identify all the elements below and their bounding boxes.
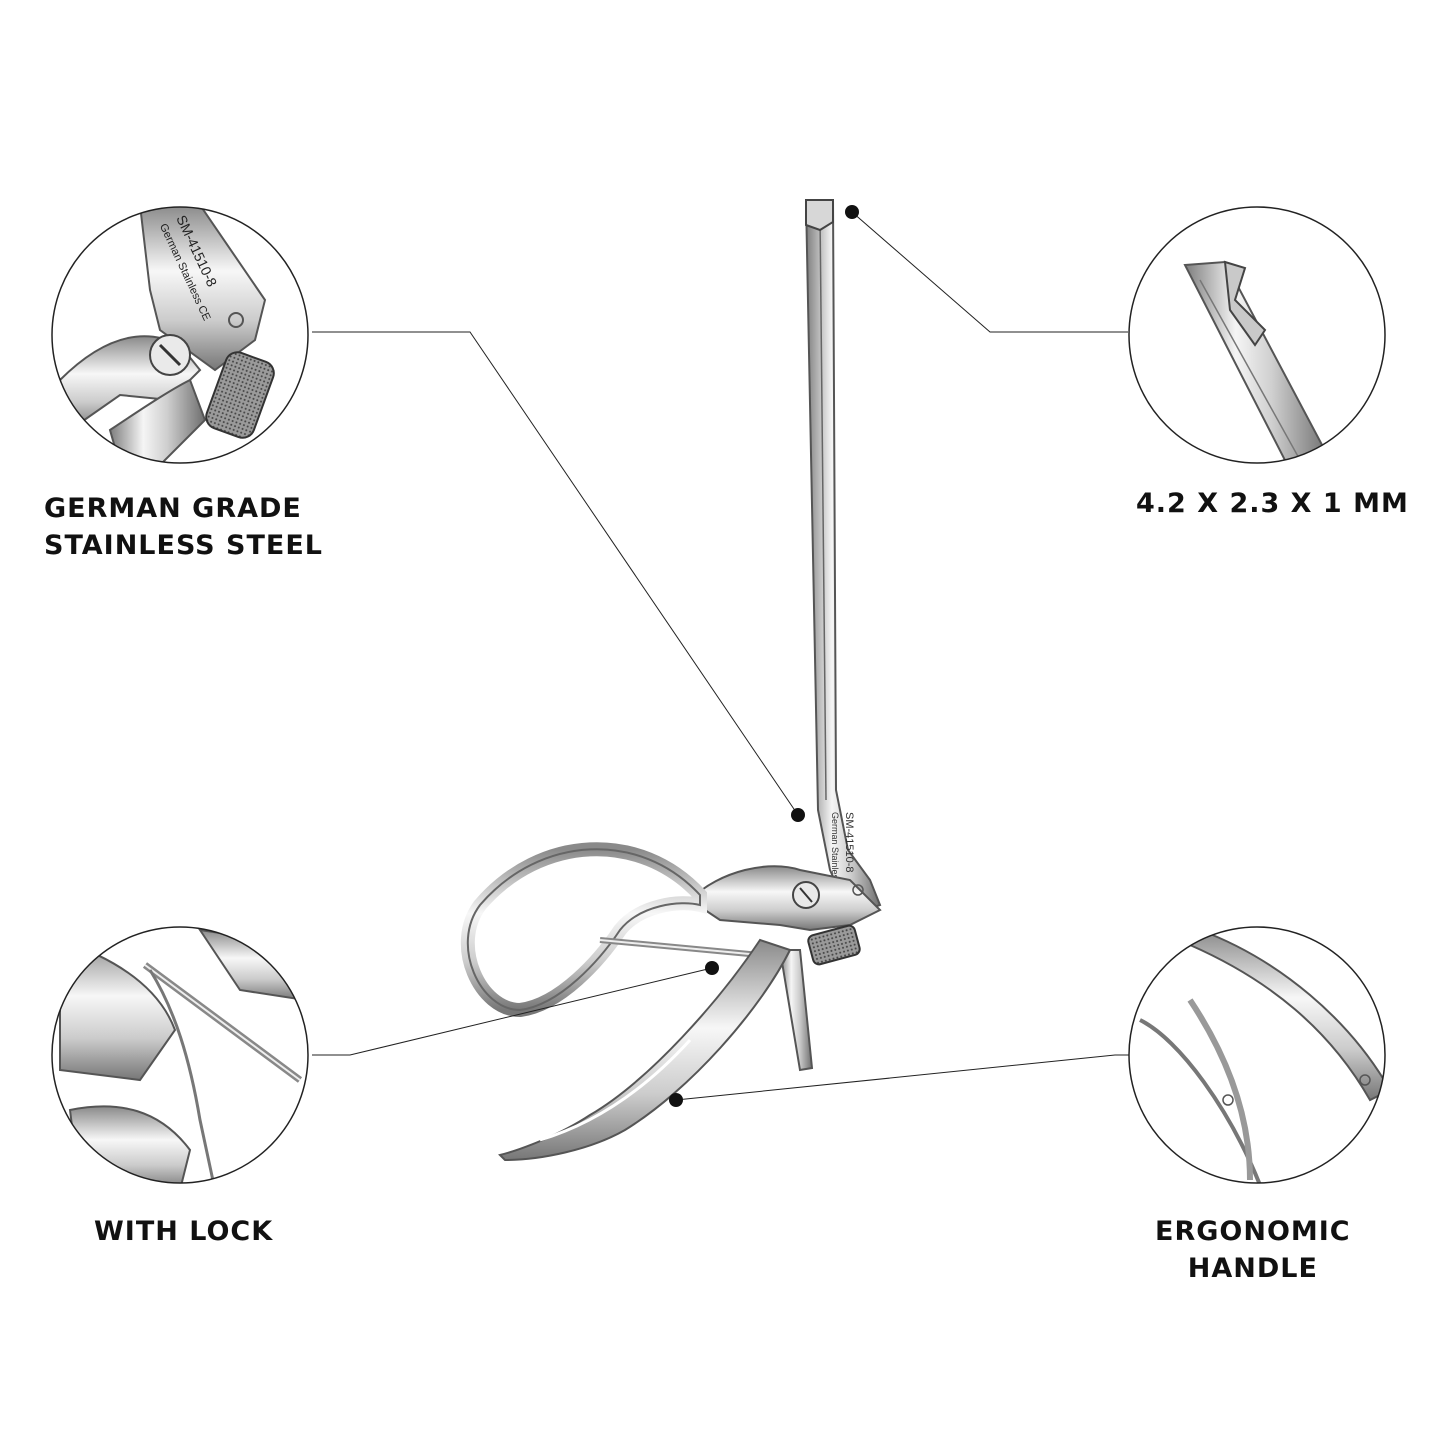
- caption-ergonomic-handle: ERGONOMIC HANDLE: [1155, 1213, 1351, 1287]
- caption-line: GERMAN GRADE: [44, 493, 302, 524]
- svg-text:German Stainless: German Stainless: [830, 812, 840, 884]
- caption-line: STAINLESS STEEL: [44, 530, 323, 561]
- caption-with-lock: WITH LOCK: [94, 1213, 273, 1250]
- finger-loop-handle: [460, 842, 707, 1018]
- pointer-dot-icon: [669, 1093, 683, 1107]
- caption-line: 4.2 X 2.3 X 1 MM: [1136, 488, 1409, 519]
- shaft-engraving: SM-41510-8 German Stainless: [830, 812, 855, 884]
- instrument-jaw-tip: [805, 199, 834, 232]
- svg-text:SM-41510-8: SM-41510-8: [843, 812, 855, 873]
- instrument-shaft: [804, 199, 882, 917]
- zoom-circle-steel: SM-41510-8 German Stainless CE: [51, 206, 309, 464]
- caption-line: HANDLE: [1187, 1253, 1318, 1284]
- zoom-circle-lock: [51, 926, 309, 1184]
- caption-line: ERGONOMIC: [1155, 1216, 1351, 1247]
- pointer-dot-icon: [845, 205, 859, 219]
- knurled-wheel: [807, 924, 861, 966]
- thumb-spur: [778, 949, 814, 1072]
- ergonomic-lower-handle: [498, 938, 792, 1162]
- caption-line: WITH LOCK: [94, 1216, 274, 1247]
- rongeur-instrument: SM-41510-8 German Stainless: [460, 199, 882, 1162]
- pointer-dot-icon: [791, 808, 805, 822]
- leader-lines: [312, 211, 1130, 1101]
- pointer-dot-icon: [705, 961, 719, 975]
- caption-dimensions: 4.2 X 2.3 X 1 MM: [1136, 485, 1409, 522]
- caption-stainless-steel: GERMAN GRADE STAINLESS STEEL: [44, 490, 323, 564]
- zoom-circle-handle: [1128, 926, 1386, 1184]
- zoom-circle-jaw: [1128, 206, 1386, 464]
- instrument-body: [688, 865, 882, 932]
